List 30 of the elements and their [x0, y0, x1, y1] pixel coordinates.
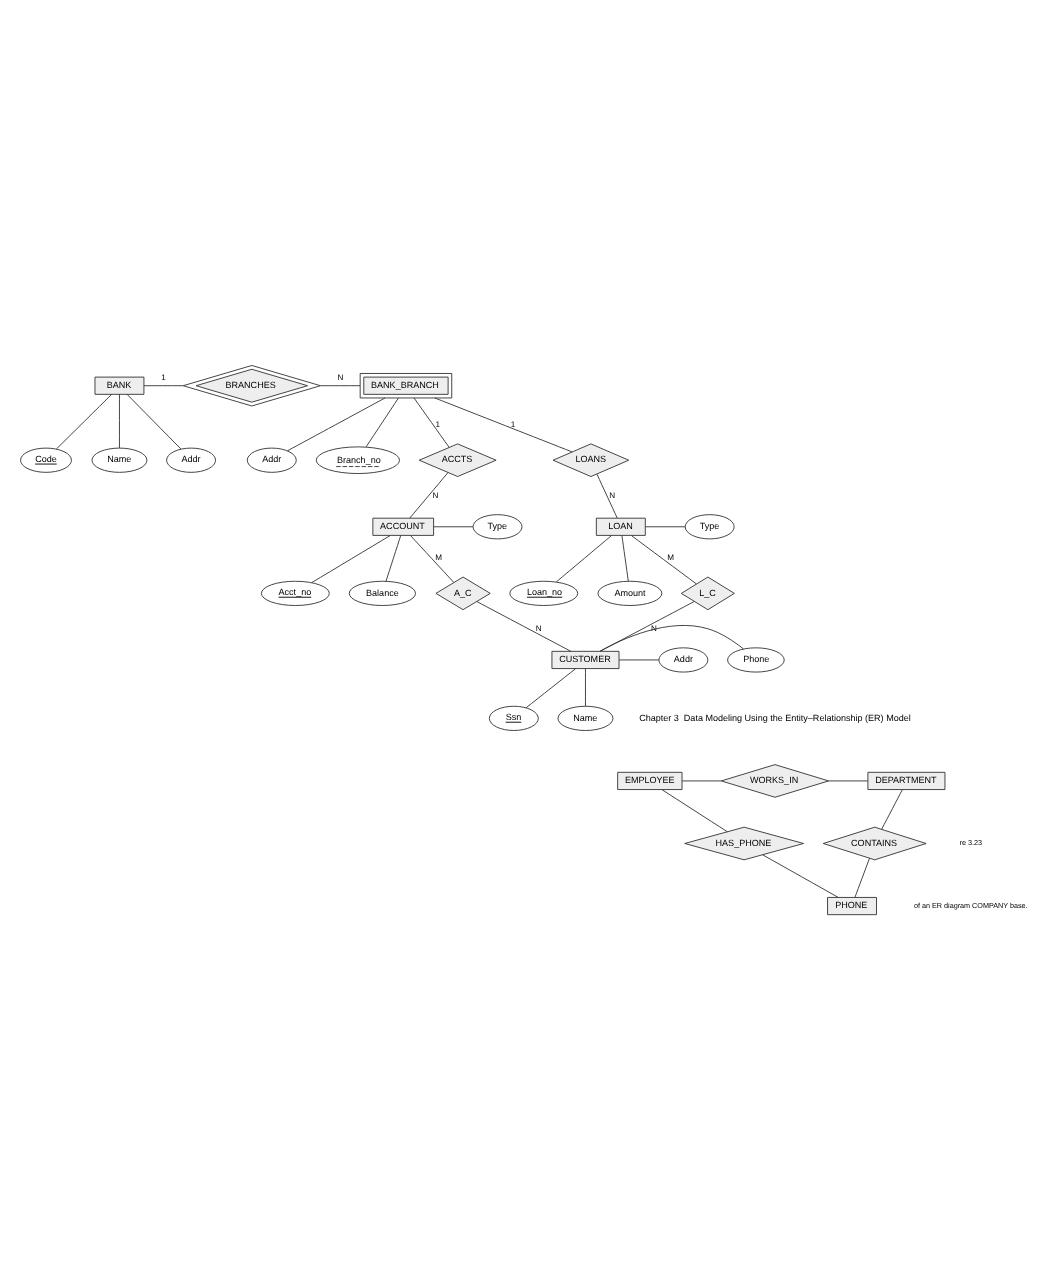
- connector: [119, 392, 120, 448]
- connector: [126, 392, 182, 449]
- connector: [55, 392, 113, 449]
- connector: [599, 624, 744, 651]
- connector: [476, 600, 572, 651]
- connector: [287, 396, 386, 451]
- connector: [555, 534, 612, 582]
- connector: [410, 534, 455, 582]
- connector: [413, 396, 450, 447]
- connector: [621, 534, 629, 581]
- connector: [681, 779, 722, 781]
- connector: [661, 788, 728, 832]
- connector: [828, 779, 869, 781]
- connector: [525, 667, 576, 708]
- connector: [762, 853, 839, 897]
- connector: [365, 396, 399, 447]
- connector: [585, 667, 586, 706]
- connector: [311, 534, 391, 582]
- connector: [618, 658, 660, 660]
- connector: [433, 525, 474, 527]
- connector: [631, 534, 697, 584]
- connector: [645, 525, 686, 527]
- connector: [596, 472, 618, 518]
- connector: [143, 384, 184, 386]
- connector: [320, 384, 361, 386]
- connector: [854, 856, 870, 897]
- connector: [409, 471, 449, 518]
- connector: [385, 534, 402, 581]
- connector: [434, 396, 573, 452]
- connector: [881, 788, 903, 829]
